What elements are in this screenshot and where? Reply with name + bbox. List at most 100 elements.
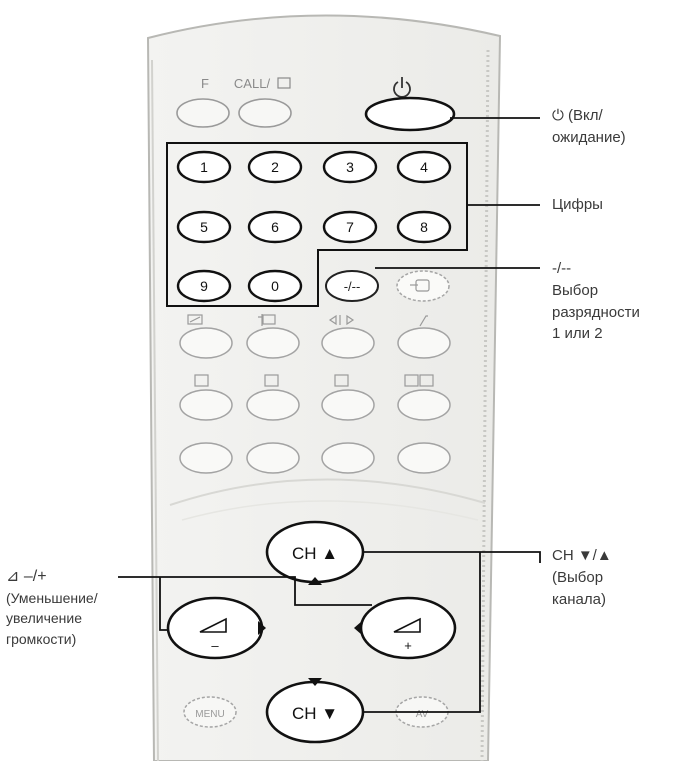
digits-callout-line-1: Цифры [552, 196, 603, 213]
teletext-button-4[interactable] [397, 389, 451, 421]
digits-callout: Цифры [552, 194, 603, 216]
volume-up-icon [393, 617, 421, 633]
call-button[interactable] [238, 98, 292, 128]
mix-icon [404, 374, 419, 387]
digit-label-5: 5 [200, 219, 208, 235]
vol-up-pointer [354, 621, 362, 635]
digit-label-0: 0 [271, 278, 279, 294]
digit-button-9[interactable] [176, 269, 232, 303]
vol-down-pointer [258, 621, 266, 635]
power-callout-line-2: ожидание) [552, 128, 626, 146]
digit-label-6: 6 [271, 219, 279, 235]
channel-callout-line-3: канала) [552, 590, 606, 608]
volume-callout: ⊿ –/+ (Уменьшение/ увеличение громкости) [6, 565, 98, 649]
ch-up-pointer [308, 577, 322, 585]
vol-up-sub: + [404, 638, 412, 653]
ch-down-label: CH ▼ [292, 704, 338, 723]
volume-callout-line-4: громкости) [6, 630, 77, 647]
digit-mode-callout-line-2: Выбор [552, 281, 599, 299]
digit-label-2: 2 [271, 159, 279, 175]
channel-callout: CH ▼/▲ (Выбор канала) [552, 545, 612, 610]
remote-body [146, 14, 502, 762]
colour-button-4[interactable] [397, 442, 451, 474]
digit-label-9: 9 [200, 278, 208, 294]
volume-leader-down [159, 577, 168, 631]
volume-callout-line-3: увеличение [6, 610, 83, 627]
ch-down-pointer [308, 678, 322, 686]
dpad-arc [169, 478, 486, 506]
digit-button-8[interactable] [396, 210, 452, 244]
power-callout-line-1: ⏻ (Вкл/ [552, 107, 603, 124]
input-source-icon [410, 279, 430, 292]
digit-mode-callout-line-1: -/-- [552, 260, 572, 277]
volume-callout-line-2: (Уменьшение/ [6, 590, 98, 607]
volume-leader [118, 576, 372, 606]
digit-button-0[interactable] [247, 269, 303, 303]
digit-mode-label: -/-- [344, 279, 361, 294]
grey-button-rows [179, 327, 451, 474]
digit-label-8: 8 [420, 219, 428, 235]
function-button-4[interactable] [397, 327, 451, 359]
sound-mode-icon [258, 314, 276, 326]
leader-lines [118, 117, 541, 713]
vol-down-sub: – [211, 638, 219, 653]
digit-button-5[interactable] [176, 210, 232, 244]
digit-label-3: 3 [346, 159, 354, 175]
digit-button-1[interactable] [176, 150, 232, 184]
power-button[interactable] [364, 96, 456, 132]
call-label: CALL/ [234, 76, 271, 91]
menu-label: MENU [195, 709, 224, 720]
digit-label-4: 4 [420, 159, 428, 175]
colour-button-3[interactable] [321, 442, 375, 474]
digit-mode-callout: -/-- Выбор разрядности 1 или 2 [552, 258, 640, 345]
digits-frame [166, 142, 468, 307]
digit-buttons: 1 2 3 4 5 6 7 8 9 0 [176, 150, 452, 303]
power-icon [393, 77, 411, 98]
channel-leader [363, 551, 541, 563]
channel-leader-down [363, 552, 481, 713]
mix-icon [419, 374, 434, 387]
channel-callout-line-1: CH ▼/▲ [552, 547, 612, 564]
teletext-icon [277, 77, 291, 89]
text-icon [194, 374, 209, 387]
power-callout: ⏻ (Вкл/ ожидание) [552, 105, 626, 149]
digit-button-4[interactable] [396, 150, 452, 184]
digit-button-2[interactable] [247, 150, 303, 184]
digit-button-3[interactable] [322, 150, 378, 184]
remote-edge-left [151, 59, 159, 762]
volume-down-icon [199, 617, 227, 633]
picture-mode-icon [187, 314, 203, 325]
function-button-3[interactable] [321, 327, 375, 359]
f-button[interactable] [176, 98, 230, 128]
digit-mode-callout-line-4: 1 или 2 [552, 325, 603, 343]
f-label: F [201, 76, 209, 91]
teletext-button-3[interactable] [321, 389, 375, 421]
colour-button-2[interactable] [246, 442, 300, 474]
digit-mode-callout-line-3: разрядности [552, 303, 640, 321]
dpad-arc-inner [181, 500, 479, 521]
teletext-row-icons [194, 374, 434, 387]
digit-button-6[interactable] [247, 210, 303, 244]
ch-up-label: CH ▲ [292, 544, 338, 563]
function-button-2[interactable] [246, 327, 300, 359]
digit-label-1: 1 [200, 159, 208, 175]
teletext-button-1[interactable] [179, 389, 233, 421]
input-source-button[interactable] [396, 270, 450, 302]
function-button-1[interactable] [179, 327, 233, 359]
menu-button[interactable] [183, 696, 237, 728]
channel-callout-line-2: (Выбор [552, 568, 604, 586]
volume-callout-line-1: ⊿ –/+ [6, 568, 47, 585]
av-label: AV [416, 709, 429, 720]
digit-button-7[interactable] [322, 210, 378, 244]
function-row-icons [187, 314, 428, 327]
digit-label-7: 7 [346, 219, 354, 235]
surround-icon [328, 314, 355, 326]
remote-edge-right [480, 49, 490, 762]
teletext-button-2[interactable] [246, 389, 300, 421]
text-icon [334, 374, 349, 387]
digit-mode-button[interactable] [325, 270, 379, 302]
colour-button-1[interactable] [179, 442, 233, 474]
mute-icon [419, 315, 428, 327]
